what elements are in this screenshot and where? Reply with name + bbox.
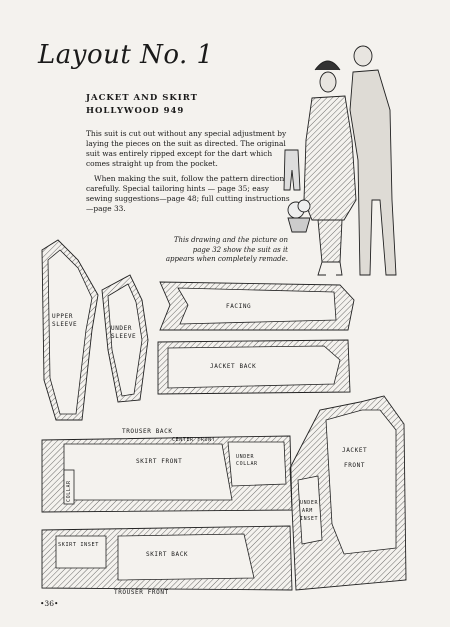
piece-jacket-front: JACKET FRONT UNDER ARM INSET [289, 395, 407, 591]
description-paragraph-1: This suit is cut out without any special… [86, 129, 287, 168]
illustration-caption: This drawing and the picture on page 32 … [165, 236, 288, 263]
label-under-sleeve-2: SLEEVE [111, 333, 136, 340]
piece-jacket-back: JACKET BACK [157, 339, 351, 395]
label-upper-sleeve-2: SLEEVE [52, 321, 77, 328]
description: This suit is cut out without any special… [86, 129, 291, 219]
label-skirt-inset: SKIRT INSET [58, 542, 99, 548]
label-under-arm-2: ARM [302, 508, 313, 514]
label-skirt-back: SKIRT BACK [146, 551, 188, 558]
label-under-arm-1: UNDER [300, 500, 318, 506]
page-number: •36• [40, 599, 59, 608]
label-trouser-back: TROUSER BACK [122, 428, 173, 435]
description-paragraph-2: When making the suit, follow the pattern… [86, 174, 290, 213]
label-jacket-back: JACKET BACK [210, 363, 256, 370]
label-under-arm-3: INSET [300, 516, 318, 522]
piece-skirt-back: SKIRT INSET SKIRT BACK TROUSER FRONT [41, 525, 293, 596]
fashion-illustration [283, 45, 397, 276]
piece-facing: FACING [159, 281, 355, 331]
label-facing: FACING [226, 303, 251, 310]
label-under-collar-1: UNDER [236, 454, 254, 460]
label-jacket-front-1: JACKET [342, 447, 367, 454]
subtitle-garment: JACKET AND SKIRT [86, 93, 198, 103]
label-center-front: CENTER FRONT [172, 437, 215, 443]
subtitle-pattern: HOLLYWOOD 949 [86, 106, 185, 116]
label-trouser-front: TROUSER FRONT [114, 589, 169, 596]
label-jacket-front-2: FRONT [344, 462, 365, 469]
piece-upper-sleeve: UPPER SLEEVE [41, 239, 99, 421]
label-under-collar-2: COLLAR [236, 461, 258, 467]
piece-under-sleeve: UNDER SLEEVE [101, 274, 149, 403]
layout-title: Layout No. 1 [38, 40, 214, 70]
label-under-sleeve-1: UNDER [111, 325, 132, 332]
label-upper-sleeve-1: UPPER [52, 313, 73, 320]
label-skirt-front: SKIRT FRONT [136, 458, 182, 465]
label-collar: COLLAR [66, 480, 72, 502]
piece-skirt-front: TROUSER BACK CENTER FRONT SKIRT FRONT UN… [41, 428, 293, 513]
